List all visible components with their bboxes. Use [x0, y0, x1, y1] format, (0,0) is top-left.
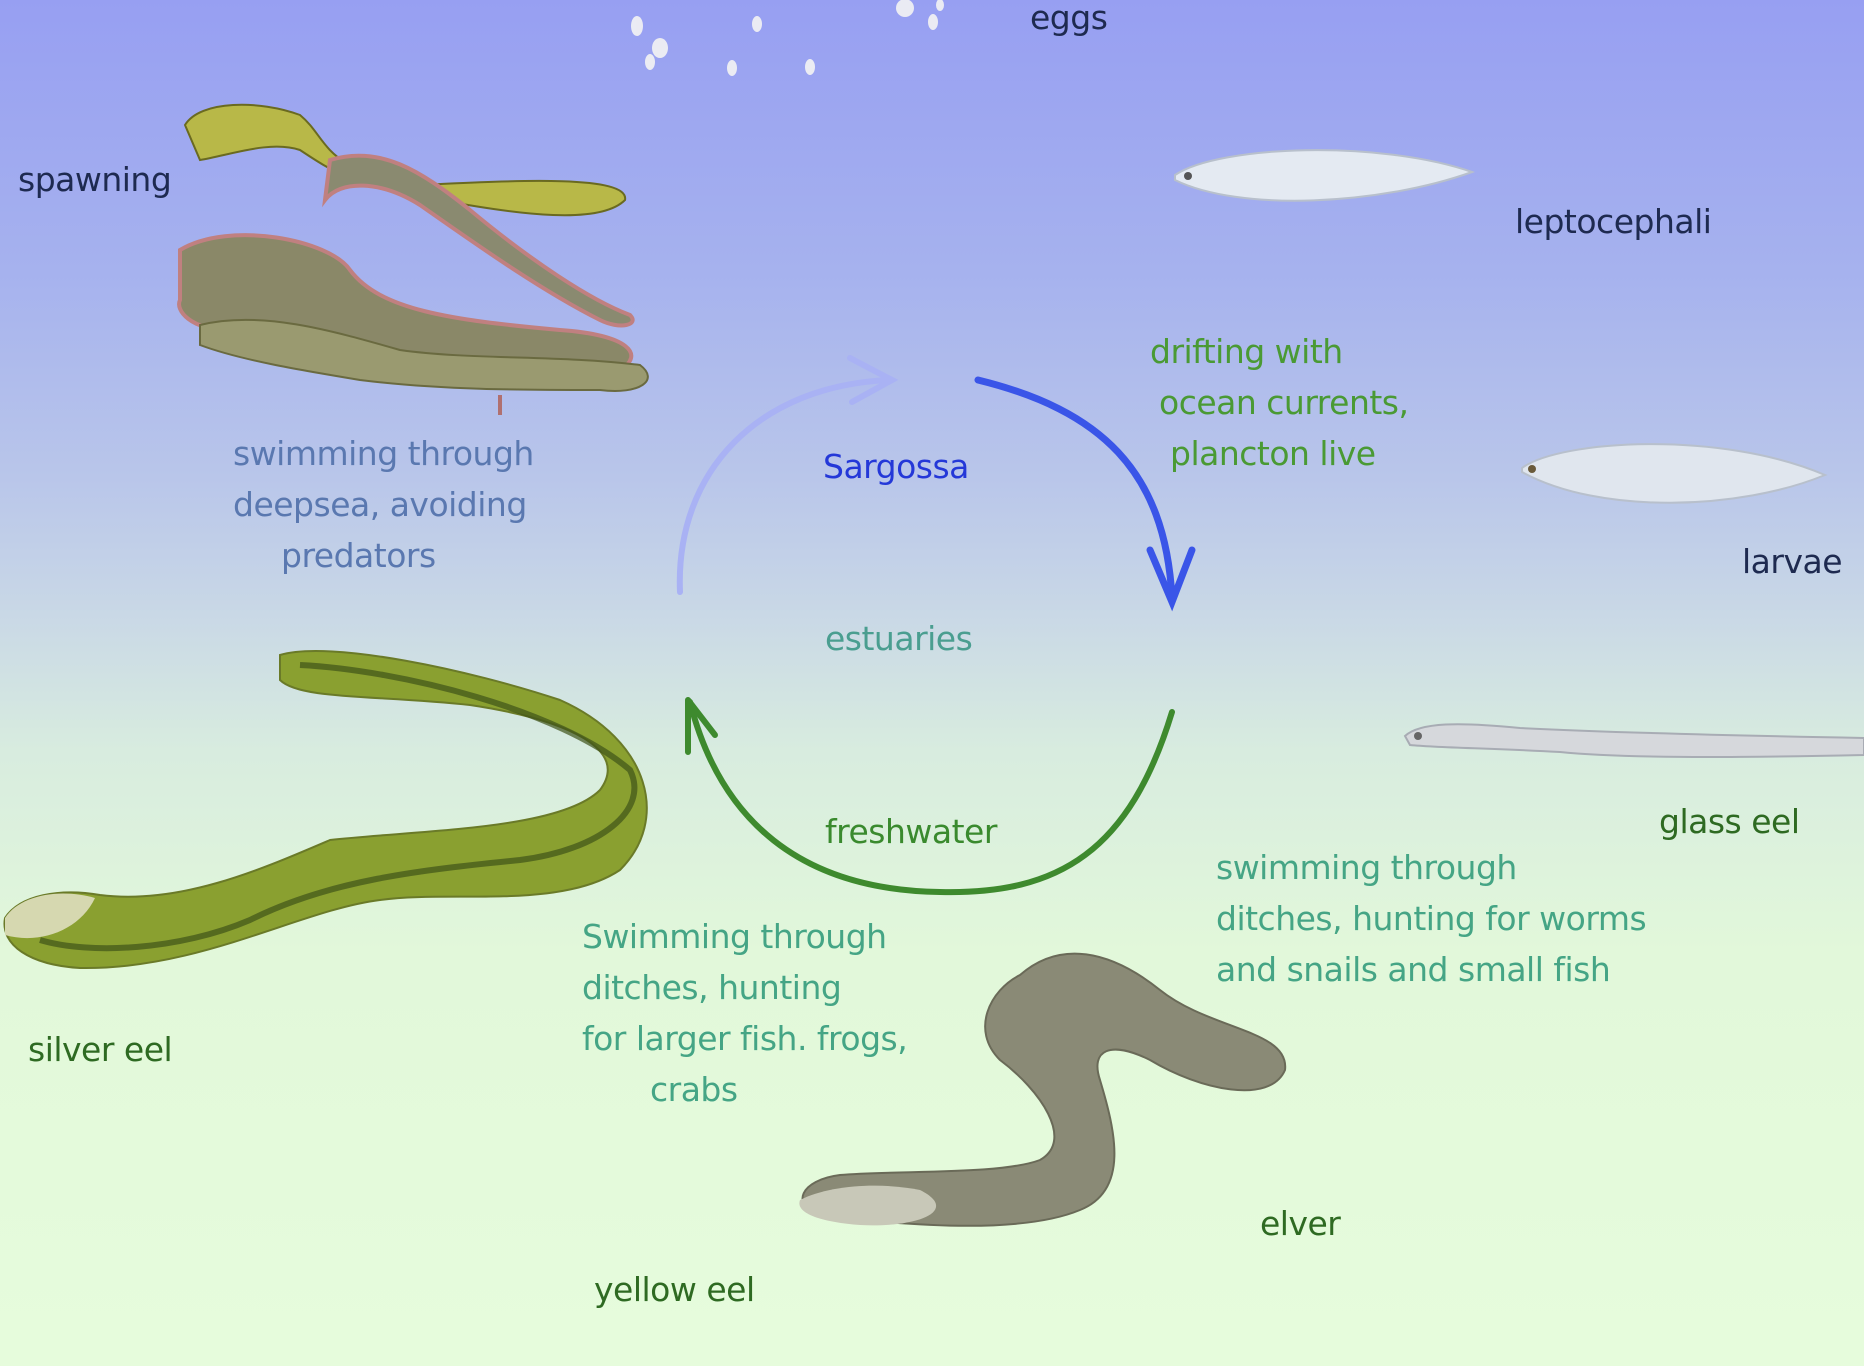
label-elver: elver — [1260, 1204, 1341, 1243]
eggs-illustration — [631, 0, 944, 76]
desc-line: swimming through — [233, 434, 534, 473]
desc-line: plancton live — [1170, 434, 1376, 473]
arrowhead-light-blue — [847, 355, 899, 405]
arrow-estuaries-to-sargossa — [676, 377, 893, 595]
arrow-sargossa-to-larvae — [974, 376, 1176, 602]
desc-line: swimming through — [1216, 848, 1517, 887]
desc-line: predators — [281, 536, 436, 575]
desc-line: for larger fish. frogs, — [582, 1019, 908, 1058]
desc-line: drifting with — [1150, 332, 1343, 371]
desc-line: ditches, hunting — [582, 968, 842, 1007]
silver-eel-illustration — [3, 650, 648, 970]
label-yellow-eel: yellow eel — [594, 1270, 755, 1309]
glass-eel-illustration — [1403, 723, 1864, 758]
desc-drifting: drifting with ocean currents, plancton l… — [1150, 326, 1409, 479]
label-estuaries: estuaries — [825, 619, 973, 658]
arrowhead-blue — [1146, 546, 1196, 612]
lifecycle-arrows — [676, 355, 1196, 896]
desc-line: ditches, hunting for worms — [1216, 899, 1647, 938]
desc-line: ocean currents, — [1159, 383, 1409, 422]
larvae-illustration — [1521, 443, 1828, 504]
spawning-eels-illustration — [177, 103, 649, 415]
desc-line: crabs — [650, 1070, 738, 1109]
arrow-freshwater-to-estuaries — [687, 699, 1175, 896]
label-eggs: eggs — [1030, 0, 1108, 37]
desc-yellow-eel-hunting: Swimming through ditches, hunting for la… — [582, 911, 908, 1115]
arrowhead-green — [685, 697, 718, 755]
yellow-eel-illustration — [799, 952, 1287, 1227]
label-sargossa: Sargossa — [823, 447, 969, 486]
label-glass-eel: glass eel — [1659, 802, 1800, 841]
label-freshwater: freshwater — [825, 812, 997, 851]
leptocephali-illustration — [1174, 149, 1476, 202]
desc-line: and snails and small fish — [1216, 950, 1611, 989]
label-larvae: larvae — [1742, 542, 1843, 581]
desc-line: Swimming through — [582, 917, 887, 956]
desc-line: deepsea, avoiding — [233, 485, 527, 524]
label-spawning: spawning — [18, 160, 172, 199]
label-silver-eel: silver eel — [28, 1030, 173, 1069]
desc-elver-hunting: swimming through ditches, hunting for wo… — [1216, 842, 1647, 995]
desc-deepsea: swimming through deepsea, avoiding preda… — [233, 428, 534, 581]
label-leptocephali: leptocephali — [1515, 202, 1712, 241]
